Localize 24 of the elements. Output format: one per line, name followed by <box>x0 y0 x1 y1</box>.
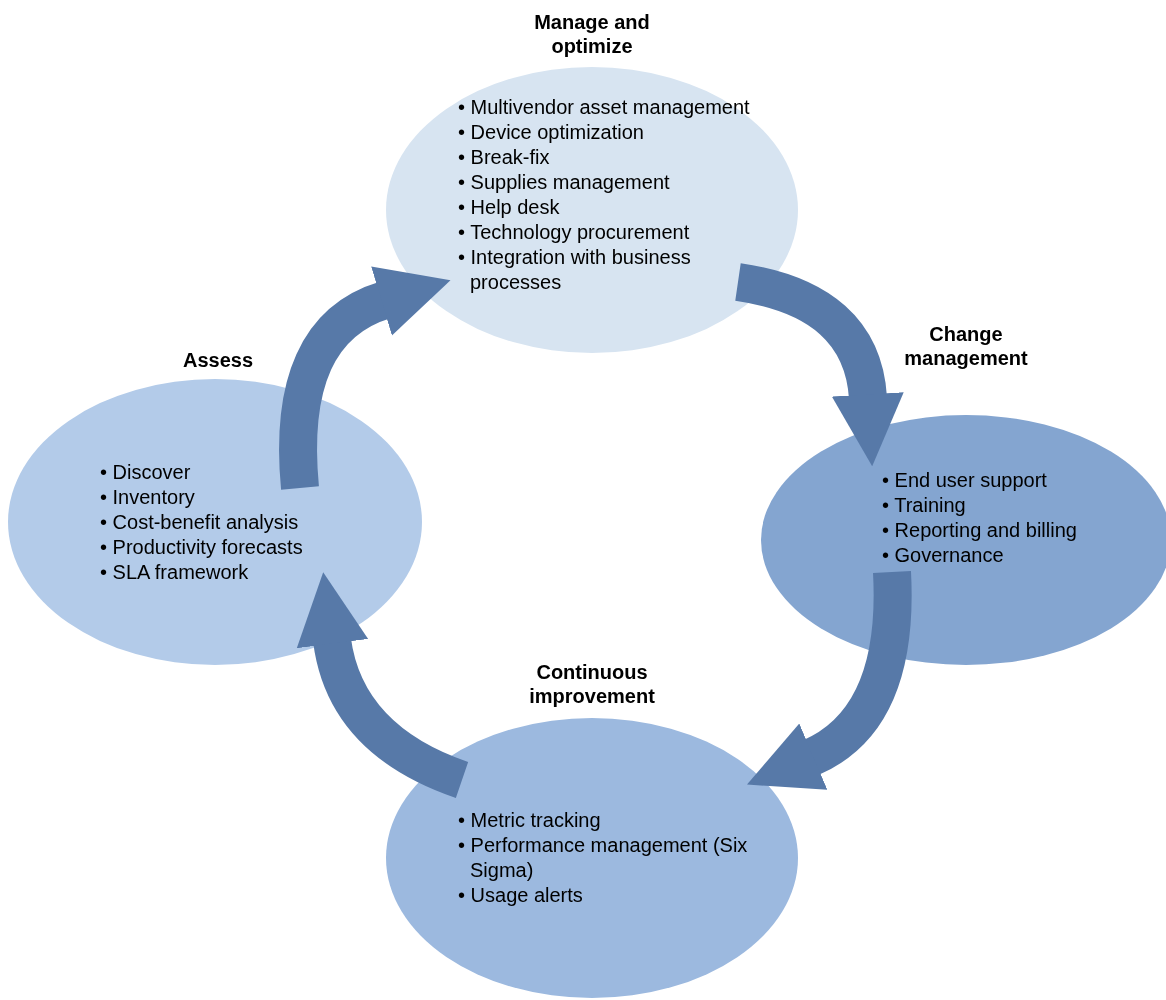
stage-heading: Change management <box>903 322 1029 370</box>
bullet-item: • Reporting and billing <box>882 518 1078 543</box>
bullet-item: • Multivendor asset management <box>458 95 751 120</box>
bullet-item: • SLA framework <box>100 560 250 585</box>
stage-heading: Continuous improvement <box>528 660 656 708</box>
bullet-item: • Break-fix <box>458 145 551 170</box>
bullet-item: • Integration with business processes <box>458 245 692 295</box>
bullet-item: • Performance management (Six Sigma) <box>458 833 749 883</box>
curved-arrow <box>748 571 912 789</box>
bullet-item: • Governance <box>882 543 1005 568</box>
bullet-item: • Productivity forecasts <box>100 535 304 560</box>
bullet-item: • End user support <box>882 468 1048 493</box>
bullet-item: • Device optimization <box>458 120 645 145</box>
bullet-item: • Supplies management <box>458 170 671 195</box>
bullet-item: • Cost-benefit analysis <box>100 510 300 535</box>
bullet-item: • Help desk <box>458 195 561 220</box>
bullet-item: • Technology procurement <box>458 220 691 245</box>
bullet-item: • Discover <box>100 460 192 485</box>
bullet-item: • Training <box>882 493 967 518</box>
bullet-item: • Metric tracking <box>458 808 602 833</box>
bullet-item: • Usage alerts <box>458 883 584 908</box>
bullet-item: • Inventory <box>100 485 196 510</box>
stage-heading: Assess <box>181 348 255 372</box>
stage-heading: Manage and optimize <box>533 10 651 58</box>
